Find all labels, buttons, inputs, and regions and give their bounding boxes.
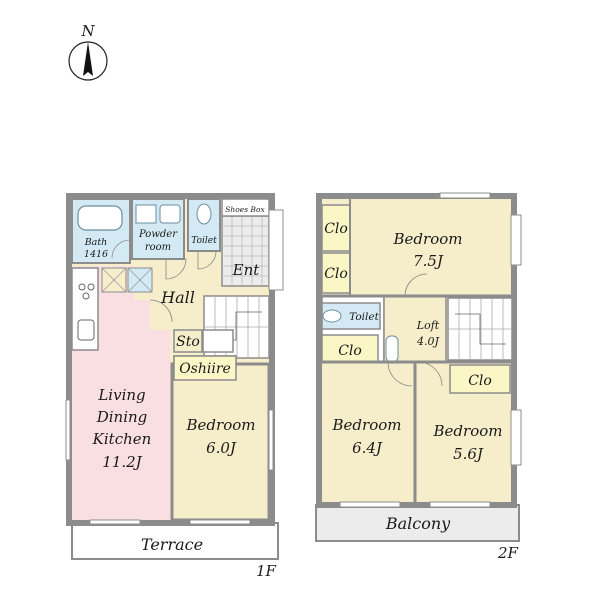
closet-2f-3-label: Clo <box>338 343 362 359</box>
second-floor-plan: Clo Clo Toilet Clo Loft 4.0J Bedroom 7.5… <box>315 192 522 562</box>
door-swing-icon <box>387 361 413 387</box>
small-closet <box>202 329 234 353</box>
closet-2f-2-label: Clo <box>324 266 348 282</box>
floor-level-1f: 1F <box>256 562 277 580</box>
storage-room <box>173 329 203 353</box>
hall-label: Hall <box>160 288 195 307</box>
bathtub-icon <box>77 205 123 231</box>
toilet-2f-floor <box>321 302 381 330</box>
toilet-1f-label: Toilet <box>191 236 217 246</box>
toilet-fixture-2f-icon <box>322 309 342 323</box>
bedroom-main-label: Bedroom <box>393 230 463 248</box>
window <box>510 214 522 266</box>
window <box>65 399 71 461</box>
entrance-tiles <box>221 215 270 287</box>
bedroom-left-size-label: 6.4J <box>352 439 383 457</box>
oshiire-label: Oshiire <box>179 361 231 377</box>
loft-size-label: 4.0J <box>416 335 439 348</box>
window <box>429 501 491 508</box>
bedroom-left-label: Bedroom <box>332 416 402 434</box>
washing-machine-icon <box>135 204 157 224</box>
north-label: N <box>80 22 95 40</box>
ldk-size-label: 11.2J <box>102 453 142 471</box>
washbasin-icon <box>159 204 181 224</box>
oshiire-closet-overlay <box>173 355 237 381</box>
window <box>189 519 251 525</box>
ldk-label-1: Living <box>97 386 145 404</box>
loft-label: Loft <box>416 319 440 332</box>
bedroom-1f-label: Bedroom <box>186 416 256 434</box>
bay-window <box>268 209 284 291</box>
closet-2f-1-label: Clo <box>324 221 348 237</box>
powder-room-label-2: room <box>145 242 171 253</box>
toilet-2f-label: Toilet <box>349 311 379 323</box>
compass: N <box>68 22 108 81</box>
window <box>268 409 274 471</box>
bath-size-label: 1416 <box>84 249 108 260</box>
stove-burner-icon <box>78 283 86 291</box>
first-floor-plan: Bath 1416 Powder room Toilet Shoes Box E… <box>65 193 284 580</box>
door-swing-icon <box>149 299 173 323</box>
ldk-label-2: Dining <box>96 408 148 426</box>
terrace-label: Terrace <box>141 535 203 554</box>
bedroom-right-size-label: 5.6J <box>453 445 484 463</box>
bedroom-1f-size-label: 6.0J <box>206 439 237 457</box>
storage-label: Sto <box>176 334 200 350</box>
bedroom-right-label: Bedroom <box>433 422 503 440</box>
door-swing-icon <box>111 239 131 259</box>
stove-burner-icon <box>82 292 90 300</box>
door-swing-icon <box>417 361 443 387</box>
door-swing-icon <box>404 273 428 297</box>
window <box>89 519 141 525</box>
bedroom-main-size-label: 7.5J <box>413 252 444 270</box>
door-swing-icon <box>165 258 187 280</box>
hand-wash-icon <box>385 335 399 363</box>
window <box>439 192 491 199</box>
door-swing-icon <box>197 250 217 270</box>
shoes-box-label: Shoes Box <box>225 205 265 214</box>
powder-room-label-1: Powder <box>138 229 178 240</box>
stairs-2f <box>447 297 513 361</box>
closet-2f-3 <box>321 334 379 363</box>
compass-needle-icon <box>83 42 93 76</box>
ldk-label-3: Kitchen <box>92 430 152 448</box>
toilet-fixture-icon <box>196 203 212 225</box>
floor-level-2f: 2F <box>497 544 519 562</box>
window <box>339 501 401 508</box>
closet-2f-2 <box>321 252 351 294</box>
entrance-label: Ent <box>232 261 261 279</box>
closet-2f-4-label: Clo <box>468 373 492 389</box>
stove-burner-icon <box>87 283 95 291</box>
bath-label: Bath <box>84 237 108 248</box>
closet-2f-4 <box>449 364 511 394</box>
sink-icon <box>77 319 95 341</box>
shoes-box <box>221 198 270 217</box>
balcony-label: Balcony <box>385 514 451 533</box>
window <box>510 409 522 466</box>
